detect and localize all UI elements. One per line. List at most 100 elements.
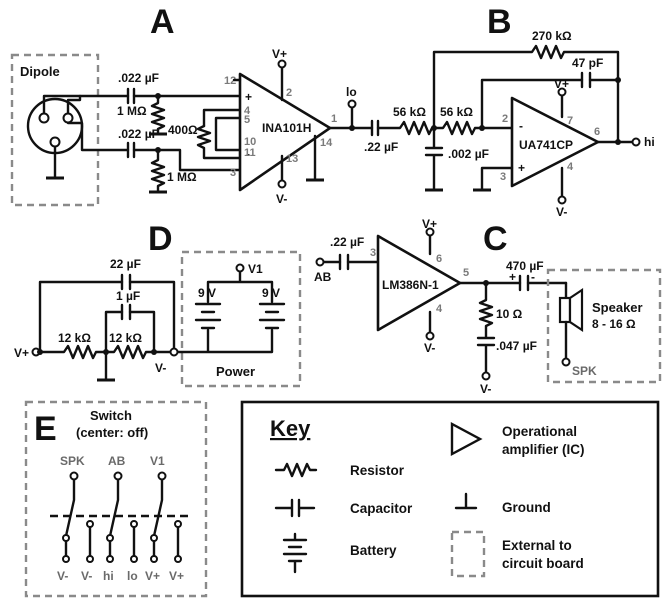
resistor-icon [274, 462, 318, 478]
res-right-label: 12 kΩ [109, 331, 142, 345]
power-label: Power [216, 364, 255, 379]
switch-top-label-spk: SPK [60, 454, 85, 468]
pin-2: 2 [286, 87, 292, 99]
capacitor-002 [424, 126, 444, 192]
v-minus-c: V- [424, 341, 435, 355]
ina101h-amplifier [238, 72, 332, 192]
capacitor-47pf [580, 71, 592, 89]
section-d: D V+ 12 kΩ 12 kΩ V- 22 µF 1 µF Power V1 [14, 220, 302, 388]
lm386n-amplifier [376, 234, 462, 332]
pin-5: 5 [244, 114, 250, 126]
v-minus-b: V- [556, 205, 567, 219]
battery-left-icon [194, 302, 222, 330]
key-external-line1: External to [502, 538, 572, 553]
section-label-c: C [483, 220, 508, 258]
pin-plus: + [245, 90, 252, 104]
section-c: C AB .22 µF 3 LM386N-1 V+ 6 V- 4 5 470 µ… [314, 217, 662, 396]
switch-pole-v1[interactable] [150, 471, 182, 558]
switch-pole-ab[interactable] [106, 471, 138, 558]
key-resistor: Resistor [350, 463, 405, 478]
pin-4: 4 [244, 105, 251, 117]
capacitor-c-in [338, 253, 350, 271]
pin-4-c: 4 [436, 303, 443, 315]
res-top-label: 1 MΩ [117, 104, 147, 118]
switch-top-label-v1: V1 [150, 454, 165, 468]
ab-label: AB [314, 270, 332, 284]
resistor-400-ohm [196, 124, 242, 160]
key-ground: Ground [502, 500, 551, 515]
pin-5-c: 5 [463, 267, 469, 279]
battery-right-label: 9 V [262, 286, 280, 300]
lo-label: lo [346, 85, 357, 99]
capacitor-22uf [120, 273, 132, 291]
res-in1-label: 56 kΩ [393, 105, 426, 119]
resistor-10-ohm-and-cap [476, 281, 496, 374]
ua741cp-amplifier [510, 96, 600, 188]
switch-bottom-label-0: V- [57, 569, 68, 583]
spk-label: SPK [572, 364, 597, 378]
cap-bottom-label: .022 µF [118, 127, 159, 141]
speaker-label: Speaker [592, 300, 643, 315]
switch-bottom-label-3: lo [127, 569, 138, 583]
pin-plus-b: + [518, 161, 525, 175]
v-plus-a: V+ [272, 47, 287, 61]
switch-bottom-label-1: V- [81, 569, 92, 583]
switch-bottom-label-4: V+ [145, 569, 160, 583]
key-battery: Battery [350, 543, 397, 558]
res-out-label: 10 Ω [496, 307, 523, 321]
res-bottom-label: 1 MΩ [167, 170, 197, 184]
ua741cp-label: UA741CP [519, 138, 573, 152]
dipole-connector-icon [26, 97, 84, 155]
ground-key-icon [454, 492, 478, 510]
pin-6-b: 6 [594, 126, 600, 138]
cap-out-label: 470 µF [506, 259, 544, 273]
battery-left-label: 9 V [198, 286, 216, 300]
resistor-1m-top [150, 94, 166, 136]
cap-feedback-label: 47 pF [572, 56, 603, 70]
cap-large-label: 22 µF [110, 257, 141, 271]
resistor-1m-bottom [150, 148, 166, 194]
pin-14: 14 [320, 137, 333, 149]
pin-3: 3 [230, 167, 236, 179]
pin-3-c: 3 [370, 247, 376, 259]
section-b: B .22 µF 56 kΩ 56 kΩ 270 kΩ 47 pF .002 µ… [364, 3, 655, 219]
opamp-icon [450, 421, 483, 457]
speaker-external-box [546, 268, 662, 384]
v-minus-d: V- [155, 361, 166, 375]
pin-12: 12 [224, 75, 236, 87]
key-opamp-line1: Operational [502, 424, 577, 439]
switch-external-box [24, 400, 208, 598]
section-label-d: D [148, 220, 173, 258]
v-plus-d: V+ [14, 346, 29, 360]
speaker-range: 8 - 16 Ω [592, 317, 636, 331]
section-label-a: A [150, 3, 175, 41]
v-plus-c: V+ [422, 217, 437, 231]
cap-out-minus: - [531, 270, 535, 284]
pin-1: 1 [331, 113, 337, 125]
v-minus-c2: V- [480, 382, 491, 396]
cap-in-label-c: .22 µF [330, 235, 364, 249]
section-label-e: E [34, 410, 57, 448]
pin-minus-b: - [519, 119, 523, 133]
pin-2-b: 2 [502, 113, 508, 125]
power-external-box [180, 250, 302, 388]
dipole-external-box [10, 53, 100, 207]
cap-small-label: 1 µF [116, 289, 140, 303]
pin-13: 13 [286, 153, 298, 165]
capacitor-1uf [120, 303, 132, 321]
battery-right-icon [258, 302, 286, 330]
key-box [240, 400, 660, 598]
pin-6-c: 6 [436, 253, 442, 265]
cap-filter-label-c: .047 µF [496, 339, 537, 353]
pin-4-b: 4 [567, 161, 574, 173]
power-node-label: V1 [248, 262, 263, 276]
cap-top-label: .022 µF [118, 71, 159, 85]
key-opamp-line2: amplifier (IC) [502, 442, 585, 457]
resistor-56k-pair [376, 120, 514, 136]
key-title: Key [270, 416, 311, 441]
cap-coupling-label: .22 µF [364, 140, 398, 154]
switch-pole-spk[interactable] [62, 471, 94, 558]
lm386n-label: LM386N-1 [382, 278, 439, 292]
capacitor-icon [274, 498, 316, 518]
